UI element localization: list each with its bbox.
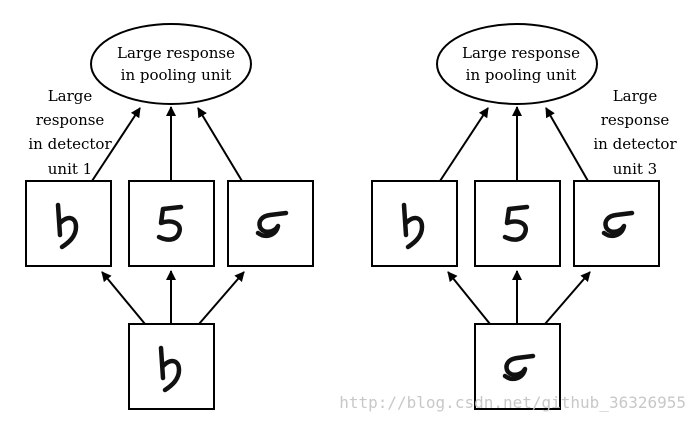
right-detector-label-line4: unit 3 (613, 160, 657, 178)
right-panel: Large response in pooling unit Large res… (371, 23, 677, 410)
left-detector-label-line1: Large (48, 87, 93, 105)
left-panel: Large response in pooling unit Large res… (25, 23, 314, 410)
left-arrow-detector1-to-pool (91, 107, 141, 182)
right-arrow-input-to-detector1 (447, 271, 491, 325)
left-input-box (128, 323, 215, 410)
right-pooling-label-line1: Large response (462, 44, 580, 62)
right-detector-label-line3: in detector (593, 135, 677, 153)
right-arrow-detector1-to-pool (439, 107, 489, 182)
left-detector-label-line4: unit 1 (48, 160, 92, 178)
right-arrow-input-to-detector3 (544, 271, 591, 325)
right-detector-label-line2: response (601, 111, 670, 129)
right-detector-label-line1: Large (613, 87, 658, 105)
left-detector-label-line2: response (36, 111, 105, 129)
right-arrow-detector3-to-pool (545, 107, 589, 182)
left-pooling-label-line2: in pooling unit (121, 66, 232, 84)
left-detector-box-3 (227, 180, 314, 267)
left-pooling-unit (90, 23, 252, 105)
left-pooling-label-line1: Large response (117, 44, 235, 62)
left-detector-box-1 (25, 180, 112, 267)
right-detector-box-3 (573, 180, 660, 267)
right-input-box (474, 323, 561, 410)
right-pooling-unit (436, 23, 598, 105)
left-arrow-detector3-to-pool (197, 107, 243, 182)
left-detector-label-line3: in detector (28, 135, 112, 153)
watermark: http://blog.csdn.net/github_36326955 (339, 393, 686, 412)
right-pooling-label-line2: in pooling unit (466, 66, 577, 84)
left-arrow-input-to-detector1 (101, 271, 146, 325)
right-detector-box-1 (371, 180, 458, 267)
left-arrow-input-to-detector3 (198, 271, 245, 325)
